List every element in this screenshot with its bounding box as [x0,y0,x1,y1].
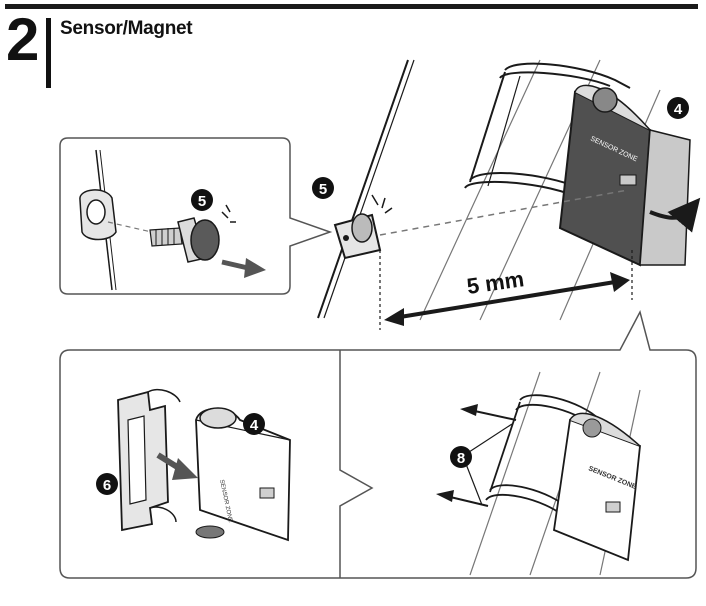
callout-cable-ties: 8 [450,446,472,468]
callout-bracket: 6 [96,473,118,495]
callout-magnet-top: 5 [312,177,334,199]
gap-label: 5 mm [465,266,525,299]
svg-text:5: 5 [198,193,206,210]
top-scene: SENSOR ZONE 5 mm [312,60,690,330]
svg-text:5: 5 [319,181,327,198]
callout-sensor-bottom: 4 [243,413,265,435]
svg-text:6: 6 [103,477,111,494]
svg-text:4: 4 [250,417,259,434]
svg-text:8: 8 [457,450,465,467]
magnet-detail-inset: 5 [60,138,330,294]
gap-measurement: 5 mm [380,250,632,330]
svg-text:4: 4 [674,101,683,118]
bottom-panel: SENSOR ZONE 4 6 [60,312,696,578]
callout-sensor-top: 4 [667,97,689,119]
callout-magnet-inset: 5 [191,189,213,211]
